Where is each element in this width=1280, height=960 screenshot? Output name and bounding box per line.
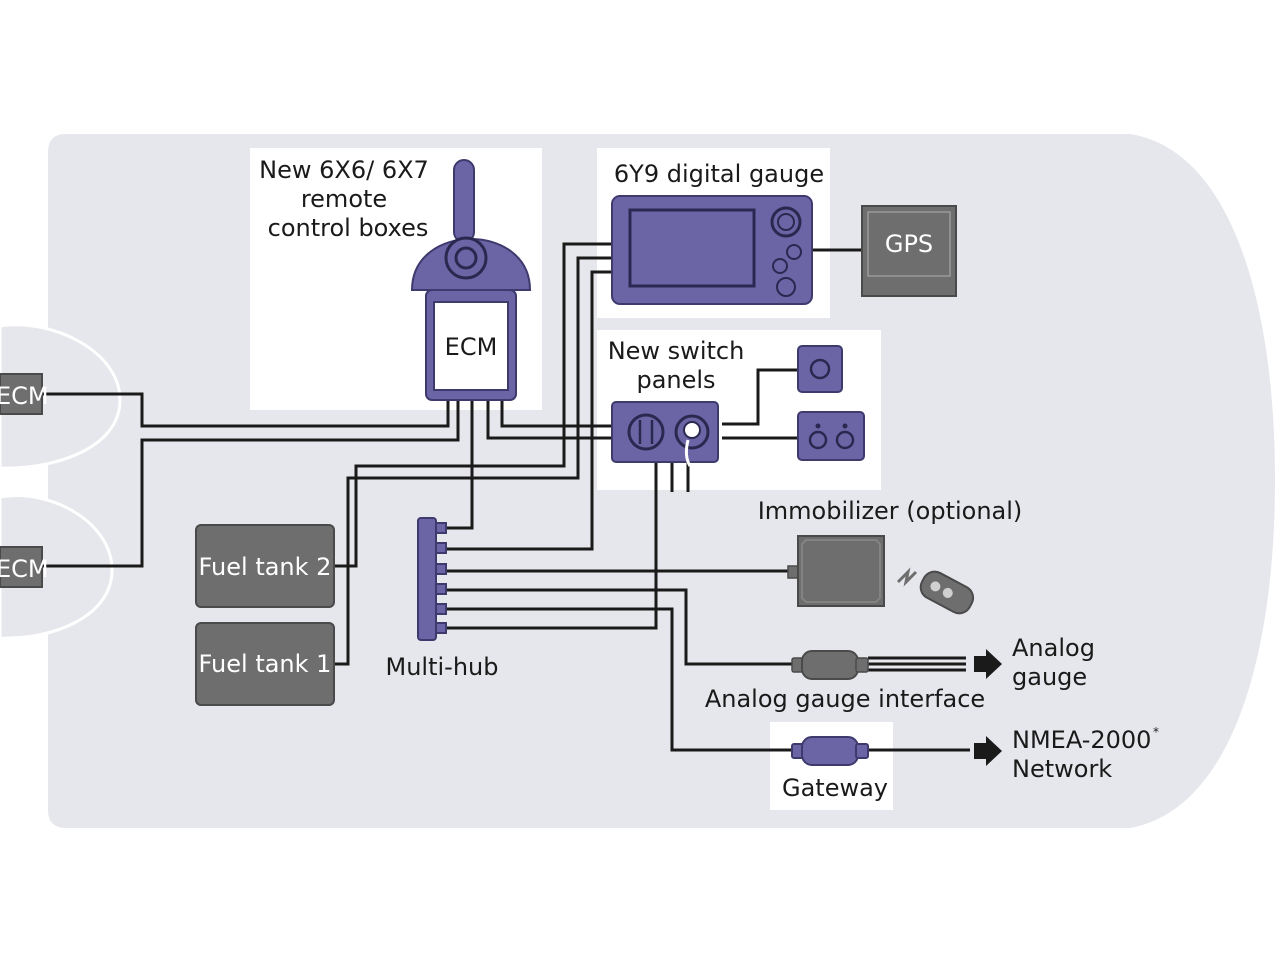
immobilizer-unit[interactable]: [787, 535, 885, 607]
switch-panels-title: New switch: [608, 337, 745, 365]
nmea-footnote-mark: *: [1153, 725, 1159, 739]
gauge-button: [786, 244, 802, 260]
fuel-tank-2[interactable]: Fuel tank 2: [195, 524, 335, 608]
ecm-starboard[interactable]: ECM: [0, 546, 49, 588]
gateway-device[interactable]: [791, 736, 869, 766]
ecm-port-label: ECM: [0, 382, 49, 410]
ecm-box: [433, 301, 509, 391]
gauge-screen: [628, 208, 756, 288]
ecm-starboard-label: ECM: [0, 555, 49, 583]
nmea-network-label: Network: [1012, 755, 1112, 783]
gateway-label: Gateway: [782, 774, 888, 802]
gps-label: GPS: [885, 230, 933, 258]
aux-switch-single[interactable]: [797, 345, 843, 393]
remote-control-title: control boxes: [268, 214, 429, 242]
analog-gauge-interface-label: Analog gauge interface: [705, 685, 985, 713]
rotary-dial-icon: [627, 413, 665, 451]
gauge-knob: [770, 206, 802, 238]
analog-gauge-label: gauge: [1012, 663, 1087, 691]
remote-control-box[interactable]: ECM: [410, 159, 532, 401]
gauge-button: [776, 277, 796, 297]
aux-switch-double[interactable]: [797, 411, 865, 461]
signal-icon: [896, 567, 918, 587]
switch-panels-title: panels: [636, 366, 715, 394]
digital-gauge[interactable]: [611, 195, 813, 305]
nmea-network-label: NMEA-2000: [1012, 726, 1151, 754]
gps-unit[interactable]: GPS: [861, 205, 957, 297]
remote-control-title: New 6X6/ 6X7: [259, 156, 429, 184]
wiring-harness: [42, 242, 970, 752]
ecm-box-label: ECM: [445, 333, 498, 361]
remote-control-title: remote: [301, 185, 387, 213]
immobilizer-title: Immobilizer (optional): [758, 497, 1023, 525]
multi-hub[interactable]: [417, 517, 447, 641]
analog-gauge-interface[interactable]: [791, 650, 869, 680]
gauge-button: [772, 258, 788, 274]
engine-outline-port: [0, 323, 122, 470]
switch-panel[interactable]: [611, 401, 719, 467]
fuel-tank-1[interactable]: Fuel tank 1: [195, 622, 335, 706]
digital-gauge-title: 6Y9 digital gauge: [614, 160, 824, 188]
arrow-right-icon: [974, 736, 1002, 766]
analog-gauge-label: Analog: [1012, 634, 1095, 662]
multi-hub-label: Multi-hub: [386, 653, 499, 681]
arrow-right-icon: [974, 649, 1002, 679]
remote-key-fob-icon: [919, 570, 975, 615]
ecm-port[interactable]: ECM: [0, 373, 49, 415]
fuel-tank-1-label: Fuel tank 1: [199, 650, 332, 678]
fuel-tank-2-label: Fuel tank 2: [199, 553, 332, 581]
throttle-lever-icon: [453, 159, 475, 243]
key-switch-icon: [674, 414, 710, 467]
